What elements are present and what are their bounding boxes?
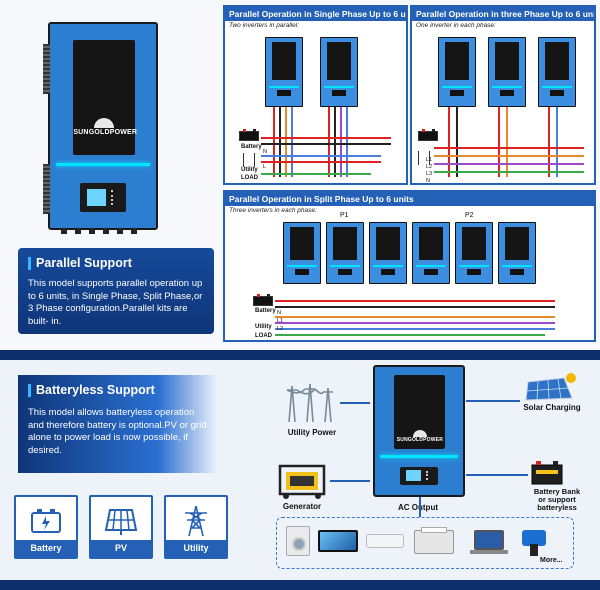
generator-icon	[278, 464, 326, 499]
solar-panel-icon	[104, 509, 138, 535]
diagram-three-phase: Parallel Operation in three Phase Up to …	[410, 5, 596, 185]
diagram-title: Parallel Operation in three Phase Up to …	[412, 7, 594, 21]
l1-label: L1	[426, 157, 433, 163]
generator-arrow	[330, 480, 370, 482]
power-tower-icon	[418, 151, 430, 165]
inverter-brand-label: SUNGOLDPOWER	[73, 129, 138, 137]
washing-machine-icon	[286, 526, 310, 556]
parallel-support-title: Parallel Support	[36, 256, 132, 270]
phase-p2-label: P2	[465, 212, 474, 219]
feature-battery: Battery	[14, 495, 78, 559]
utility-arrow	[340, 402, 370, 404]
load-label: LOAD	[255, 333, 272, 339]
printer-icon	[414, 527, 454, 554]
neutral-label: N	[263, 149, 267, 155]
l2-label: L2	[426, 164, 433, 170]
generator-label: Generator	[282, 502, 322, 511]
more-label: More...	[540, 557, 563, 564]
ac-output-arrow	[419, 497, 421, 517]
diagram-split-phase: Parallel Operation in Split Phase Up to …	[223, 190, 596, 342]
neutral-label: N	[426, 178, 430, 184]
neutral-label: N	[277, 310, 281, 316]
card-title: Batteryless Support	[28, 383, 208, 397]
air-conditioner-icon	[366, 534, 404, 548]
battery-bank-label: Battery Bank or support batteryless	[533, 487, 581, 512]
diagram-subtitle: Two inverters in parallel:	[229, 22, 299, 29]
battery-label: Battery	[255, 308, 276, 314]
television-icon	[318, 530, 358, 552]
feature-utility: Utility	[164, 495, 228, 559]
diagram-subtitle: One inverter in each phase:	[416, 22, 496, 29]
solar-charging-label: Solar Charging	[523, 403, 581, 412]
feature-label: Utility	[166, 540, 226, 557]
laptop-icon	[470, 530, 508, 554]
utility-power-towers	[286, 383, 333, 423]
footer-band	[0, 580, 600, 590]
ac-output-label: AC Output	[398, 503, 438, 512]
lcd-screen	[87, 188, 106, 206]
diagram-title: Parallel Operation in Split Phase Up to …	[225, 192, 594, 206]
batteryless-support-text: This model allows batteryless operation …	[28, 407, 207, 456]
feature-pv: PV	[89, 495, 153, 559]
l3-label: L3	[426, 171, 433, 177]
parallel-support-card: Parallel Support This model supports par…	[18, 248, 214, 334]
l2-label: L2	[277, 326, 284, 332]
feature-label: Battery	[16, 540, 76, 557]
inverter-front-panel: SUNGOLDPOWER	[73, 40, 138, 155]
inverter-brand-label: SUNGOLDPOWER	[396, 437, 444, 444]
diagram-subtitle: Three inverters in each phase:	[229, 207, 317, 214]
battery-label: Battery	[241, 144, 262, 150]
utility-label: Utility	[241, 167, 258, 173]
control-buttons	[111, 190, 120, 205]
utility-label: Utility	[255, 324, 272, 330]
power-tower-icon	[185, 505, 207, 537]
battery-icon	[239, 129, 259, 141]
line-label: L	[263, 164, 267, 170]
power-drill-icon	[522, 530, 546, 556]
card-title: Parallel Support	[28, 256, 204, 270]
diagram-single-phase: Parallel Operation in Single Phase Up to…	[223, 5, 408, 185]
utility-power-label: Utility Power	[287, 428, 337, 437]
system-inverter-image: SUNGOLDPOWER	[373, 365, 465, 497]
solar-arrow	[466, 400, 520, 402]
feature-label: PV	[91, 540, 151, 557]
inverter-product-image: SUNGOLDPOWER	[43, 22, 158, 234]
battery-arrow	[466, 474, 528, 476]
l1-label: L1	[277, 318, 284, 324]
batteryless-support-card: Batteryless Support This model allows ba…	[18, 375, 218, 473]
power-tower-icon	[243, 153, 255, 167]
inverter-control-panel	[79, 183, 127, 212]
battery-icon	[253, 294, 273, 306]
battery-bank-image	[531, 461, 563, 485]
solar-panel-image	[525, 373, 576, 401]
appliances-box	[276, 517, 574, 569]
section-divider	[0, 350, 600, 360]
parallel-support-text: This model supports parallel operation u…	[28, 278, 203, 327]
phase-p1-label: P1	[340, 212, 349, 219]
diagram-title: Parallel Operation in Single Phase Up to…	[225, 7, 406, 21]
batteryless-support-title: Batteryless Support	[36, 383, 155, 397]
load-label: LOAD	[241, 175, 258, 181]
inverter-led-strip	[56, 162, 150, 166]
battery-icon	[31, 509, 61, 533]
battery-icon	[418, 129, 438, 141]
